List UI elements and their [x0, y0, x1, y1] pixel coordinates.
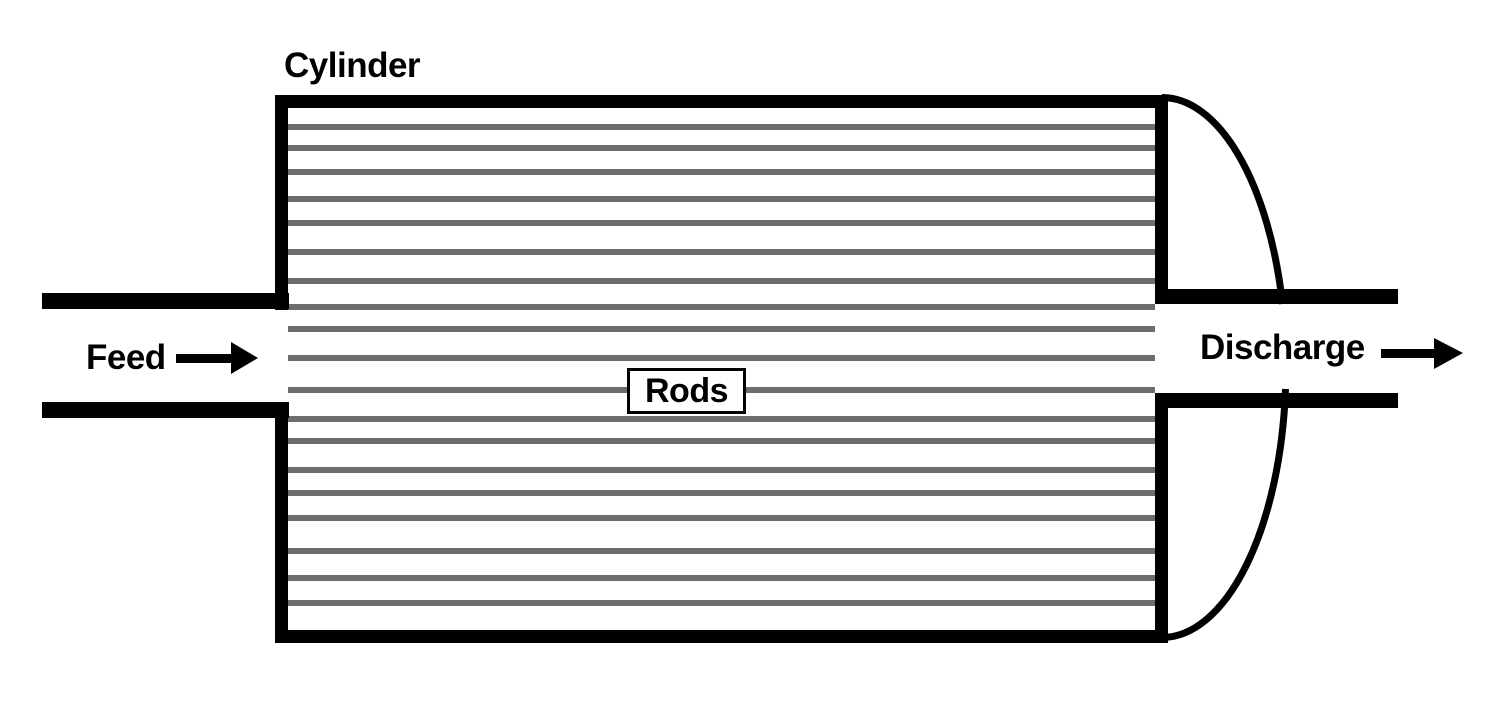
- end-cap-curve: [1161, 94, 1289, 641]
- feed-pipe-bottom-line: [42, 402, 289, 418]
- rod-line: [288, 169, 1155, 175]
- cylinder-right-wall-lower: [1155, 393, 1168, 643]
- cylinder-bottom-wall: [275, 630, 1168, 643]
- cylinder-right-wall-upper: [1155, 95, 1168, 304]
- cylinder-left-wall-lower: [275, 402, 288, 643]
- rod-line: [288, 355, 1155, 361]
- feed-arrow-icon: [176, 342, 258, 374]
- rod-line: [288, 575, 1155, 581]
- discharge-pipe-bottom-line: [1155, 393, 1398, 408]
- cylinder-top-wall: [275, 95, 1168, 108]
- rods-label-box: Rods: [627, 368, 746, 414]
- rod-line: [288, 220, 1155, 226]
- rod-line: [288, 326, 1155, 332]
- rod-line: [288, 249, 1155, 255]
- cylinder-label: Cylinder: [284, 46, 421, 85]
- rod-line: [288, 124, 1155, 130]
- rods-label: Rods: [645, 371, 729, 410]
- discharge-label: Discharge: [1200, 328, 1365, 367]
- feed-pipe-top-line: [42, 293, 289, 309]
- rod-line: [288, 304, 1155, 310]
- rod-line: [288, 548, 1155, 554]
- rod-line: [288, 515, 1155, 521]
- rod-line: [288, 196, 1155, 202]
- cylinder-left-wall-upper: [275, 95, 288, 310]
- rods-group: [288, 124, 1155, 606]
- rod-line: [288, 278, 1155, 284]
- rod-line: [288, 600, 1155, 606]
- rod-line: [288, 490, 1155, 496]
- rod-line: [288, 145, 1155, 151]
- discharge-pipe-top-line: [1155, 289, 1398, 304]
- discharge-arrow-icon: [1381, 338, 1463, 369]
- feed-label: Feed: [86, 338, 166, 377]
- rod-line: [288, 467, 1155, 473]
- rod-line: [288, 438, 1155, 444]
- rod-line: [288, 416, 1155, 422]
